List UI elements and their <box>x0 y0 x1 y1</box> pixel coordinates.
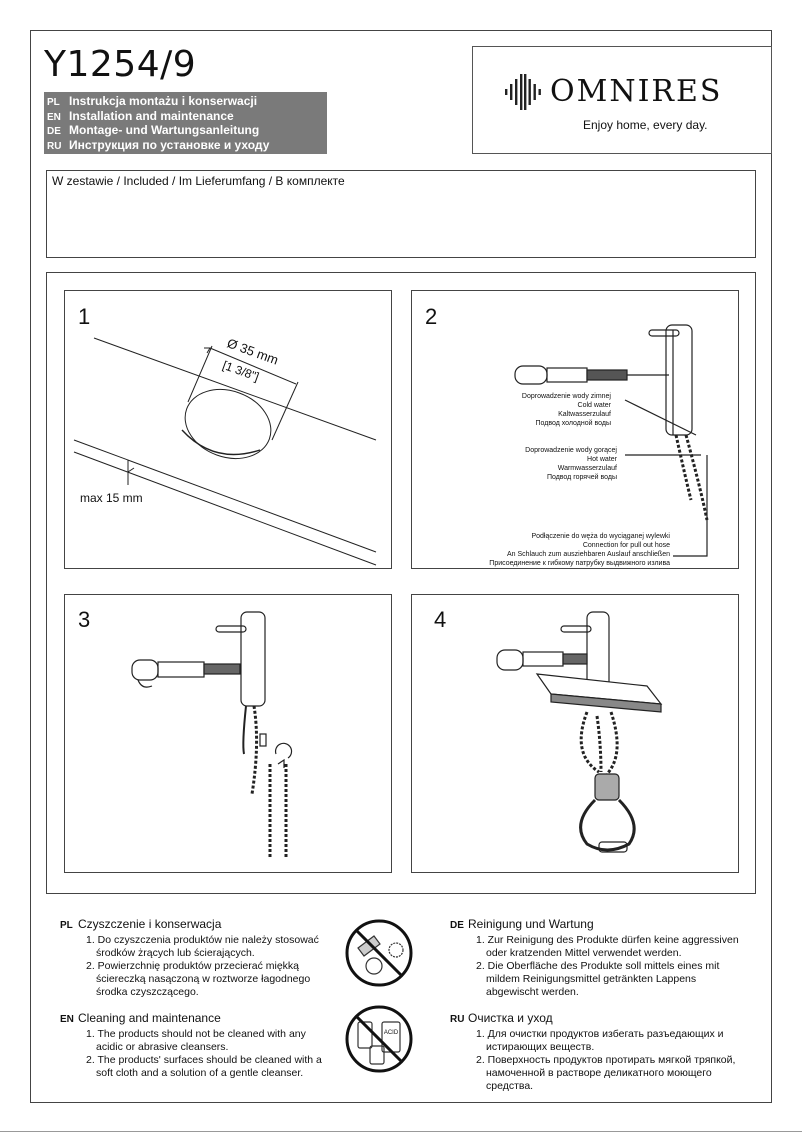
care-de-section: DE Reinigung und Wartung 1. Zur Reinigung… <box>450 918 750 999</box>
step-1-countertop-drawing <box>73 337 377 566</box>
care-en-item-2: 2. The products' surfaces should be clea… <box>86 1054 322 1079</box>
care-ru-item-1: 1. Для очистки продуктов избегать разъед… <box>476 1028 724 1053</box>
step-3-number: 3 <box>78 607 91 632</box>
step-1-panel <box>64 290 392 569</box>
included-title: W zestawie / Included / Im Lieferumfang … <box>52 174 345 188</box>
bottom-rule <box>0 1131 802 1132</box>
care-de-heading: Reinigung und Wartung <box>468 917 594 931</box>
step-4-panel <box>411 594 739 873</box>
care-pl-section: PL Czyszczenie i konserwacja 1. Do czyszc… <box>60 918 330 999</box>
steps-box <box>46 272 756 894</box>
care-de-item-1: 1. Zur Reinigung des Produkte dürfen kei… <box>476 934 739 959</box>
care-en-heading: Cleaning and maintenance <box>78 1011 221 1025</box>
care-pl-item-1: 1. Do czyszczenia produktów nie należy s… <box>86 934 319 959</box>
care-ru-heading: Очистка и уход <box>468 1011 553 1025</box>
step-1-max-thickness: max 15 mm <box>80 491 143 505</box>
care-ru-code: RU <box>450 1014 465 1025</box>
care-pl-heading: Czyszczenie i konserwacja <box>78 917 222 931</box>
model-title: Y1254/9 <box>44 44 197 85</box>
step-2-hot-water-label: Doprowadzenie wody gorącej Hot water War… <box>525 447 617 481</box>
care-pl-code: PL <box>60 920 73 931</box>
care-en-item-1: 1. The products should not be cleaned wi… <box>86 1028 306 1053</box>
no-acid-cleaners-icon: ACID <box>345 1005 413 1073</box>
care-pl-item-2: 2. Powierzchnię produktów przecierać mię… <box>86 960 311 998</box>
step-2-faucet-drawing <box>514 324 709 557</box>
care-de-code: DE <box>450 920 464 931</box>
omnires-logo-icon <box>505 74 541 110</box>
brand-tagline: Enjoy home, every day. <box>583 118 708 132</box>
step-3-panel <box>64 594 392 873</box>
step-4-installation-drawing <box>496 611 663 853</box>
care-en-section: EN Cleaning and maintenance 1. The produc… <box>60 1012 330 1080</box>
care-ru-item-2: 2. Поверхность продуктов протирать мягко… <box>476 1054 736 1092</box>
step-4-number: 4 <box>434 607 447 632</box>
brand-name: OMNIRES <box>550 74 723 109</box>
acid-label: ACID <box>384 1030 399 1036</box>
included-box <box>46 170 756 258</box>
care-en-code: EN <box>60 1014 74 1025</box>
logo-box <box>472 46 772 154</box>
no-abrasive-tools-icon <box>345 919 413 987</box>
step-2-number: 2 <box>425 304 438 329</box>
page-frame <box>30 30 772 1103</box>
step-2-hose-label: Podłączenie do węża do wyciąganej wylewk… <box>489 533 670 567</box>
step-2-cold-water-label: Doprowadzenie wody zimnej Cold water Kal… <box>521 393 611 427</box>
care-de-item-2: 2. Die Oberfläche des Produkte soll mitt… <box>476 960 720 998</box>
step-3-faucet-drawing <box>131 611 293 859</box>
step-1-number: 1 <box>78 304 91 329</box>
